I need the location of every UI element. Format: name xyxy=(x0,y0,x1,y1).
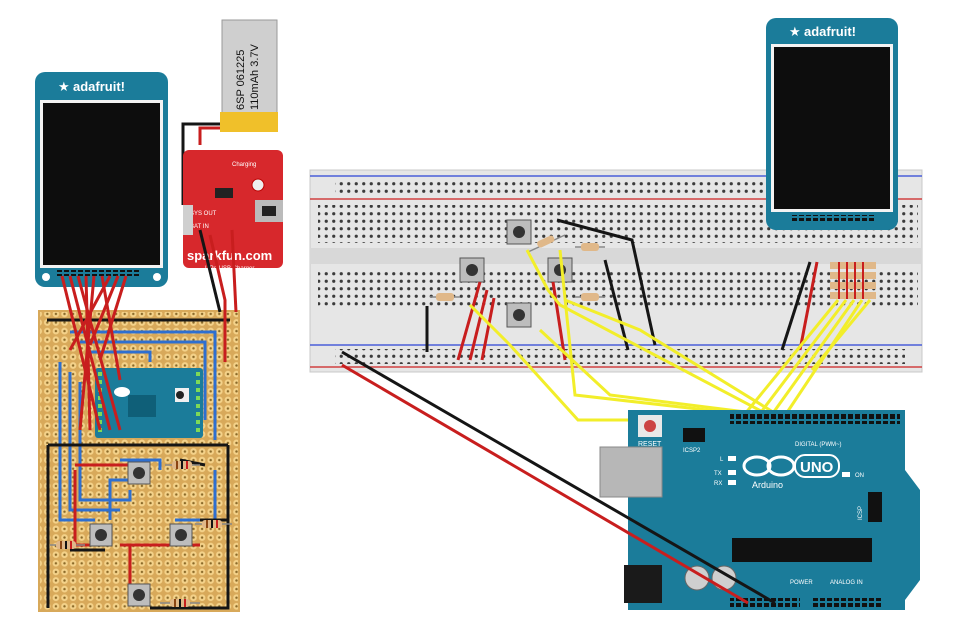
arduino-icsp2-label: ICSP2 xyxy=(683,448,701,454)
arduino-led-tx xyxy=(728,470,736,475)
tft-right-brand: adafruit! xyxy=(804,24,856,39)
arduino-power-label: POWER xyxy=(790,580,813,586)
arduino-on-label: ON xyxy=(855,473,864,479)
pro-micro-logo xyxy=(114,387,130,397)
perfboard-resistor-4 xyxy=(160,599,200,607)
arduino-rx-label: RX xyxy=(714,481,722,487)
tft-right-screen xyxy=(774,47,890,209)
tft-left-mount-hole xyxy=(42,273,50,281)
battery-body xyxy=(221,19,278,129)
breadboard-resistor-2 xyxy=(575,243,605,251)
arduino-uno: RESET ICSP2 DIGITAL (PWM~) L TX RX ON UN… xyxy=(599,410,920,610)
charger-brand: sparkfun.com xyxy=(187,248,272,263)
charger-bat-in-label: BAT IN xyxy=(190,224,209,230)
breadboard-button-left xyxy=(459,257,485,283)
charger-pins xyxy=(183,205,193,235)
arduino-digital-label: DIGITAL (PWM~) xyxy=(795,442,842,448)
arduino-l-label: L xyxy=(720,457,724,463)
arduino-model: UNO xyxy=(800,459,834,476)
tft-right-resistor-bank xyxy=(830,262,876,299)
arduino-model-badge xyxy=(794,454,840,478)
arduino-reset-cap xyxy=(644,420,656,432)
arduino-atmega-chip xyxy=(732,538,872,562)
arduino-power-wires xyxy=(341,350,776,605)
arduino-icsp-header xyxy=(868,492,882,522)
breadboard-resistor-3 xyxy=(430,293,460,301)
pro-micro-chip xyxy=(128,395,156,417)
lipo-charger: Charging SYS OUT BAT IN sparkfun.com LiP… xyxy=(183,150,283,272)
tft-left-pin-header xyxy=(55,270,140,276)
perfboard-push-button-left xyxy=(89,523,113,547)
arduino-usb-port xyxy=(599,446,663,498)
breadboard-resistor-4 xyxy=(575,293,605,301)
arduino-tx-label: TX xyxy=(714,471,722,477)
arduino-logo-text: Arduino xyxy=(752,480,783,490)
breadboard-top-rail-holes xyxy=(335,180,765,195)
perfboard-push-button-top xyxy=(127,461,151,485)
arduino-capacitor-1 xyxy=(684,565,710,591)
breadboard-center-channel xyxy=(310,248,922,264)
perfboard-resistor-1 xyxy=(165,461,200,469)
arduino-icsp-label: ICSP xyxy=(858,506,864,520)
charger-subtitle: LiPo USB Charger xyxy=(205,266,254,272)
arduino-icsp2-header xyxy=(683,428,705,442)
perfboard-resistor-3 xyxy=(50,541,85,549)
battery-label-line1: 6SP 061225 xyxy=(235,50,247,110)
perfboard-resistor-2 xyxy=(195,520,232,528)
arduino-reset-label: RESET xyxy=(638,441,662,448)
perfboard-push-button-right xyxy=(169,523,193,547)
pro-micro-reset-cap xyxy=(176,391,184,399)
tft-right-star-icon: ★ xyxy=(789,24,801,39)
tft-left-screen xyxy=(43,103,160,265)
breadboard-resistor-1 xyxy=(527,234,566,253)
charger-led xyxy=(251,178,265,192)
tft-left-brand: adafruit! xyxy=(73,79,125,94)
arduino-power-header xyxy=(730,598,800,607)
charger-to-perfboard-wires xyxy=(198,229,238,313)
tft-left-wires-red xyxy=(60,275,128,431)
perfboard-black-traces xyxy=(46,318,230,610)
charger-chip xyxy=(215,188,233,198)
charger-charging-label: Charging xyxy=(232,162,256,168)
tft-right: adafruit! ★ xyxy=(766,18,898,230)
arduino-digital-header xyxy=(730,414,900,424)
tft-left-mount-hole-2 xyxy=(153,273,161,281)
tft-left-star-icon: ★ xyxy=(58,79,70,94)
breadboard-lower-terminals xyxy=(318,268,918,308)
charger-sys-out-label: SYS OUT xyxy=(190,211,217,217)
arduino-power-jack xyxy=(624,565,662,603)
perfboard xyxy=(38,310,240,612)
tft-right-pin-header xyxy=(790,215,875,221)
lipo-battery: 6SP 061225 110mAh 3.7V xyxy=(220,19,278,132)
arduino-led-l xyxy=(728,456,736,461)
breadboard-button-up xyxy=(506,219,532,245)
battery-label-line2: 110mAh 3.7V xyxy=(249,43,261,110)
battery-tab xyxy=(220,112,278,132)
arduino-led-rx xyxy=(728,480,736,485)
breadboard-red-wires xyxy=(456,261,819,361)
arduino-led-on xyxy=(842,472,850,477)
breadboard-bottom-rail-holes xyxy=(335,349,905,364)
tft-left: adafruit! ★ xyxy=(35,72,168,287)
breadboard-button-down xyxy=(506,302,532,328)
breadboard-black-wires xyxy=(425,218,812,352)
perfboard-push-button-bottom xyxy=(127,583,151,607)
arduino-analog-label: ANALOG IN xyxy=(830,580,863,586)
arduino-analog-header xyxy=(812,598,882,607)
